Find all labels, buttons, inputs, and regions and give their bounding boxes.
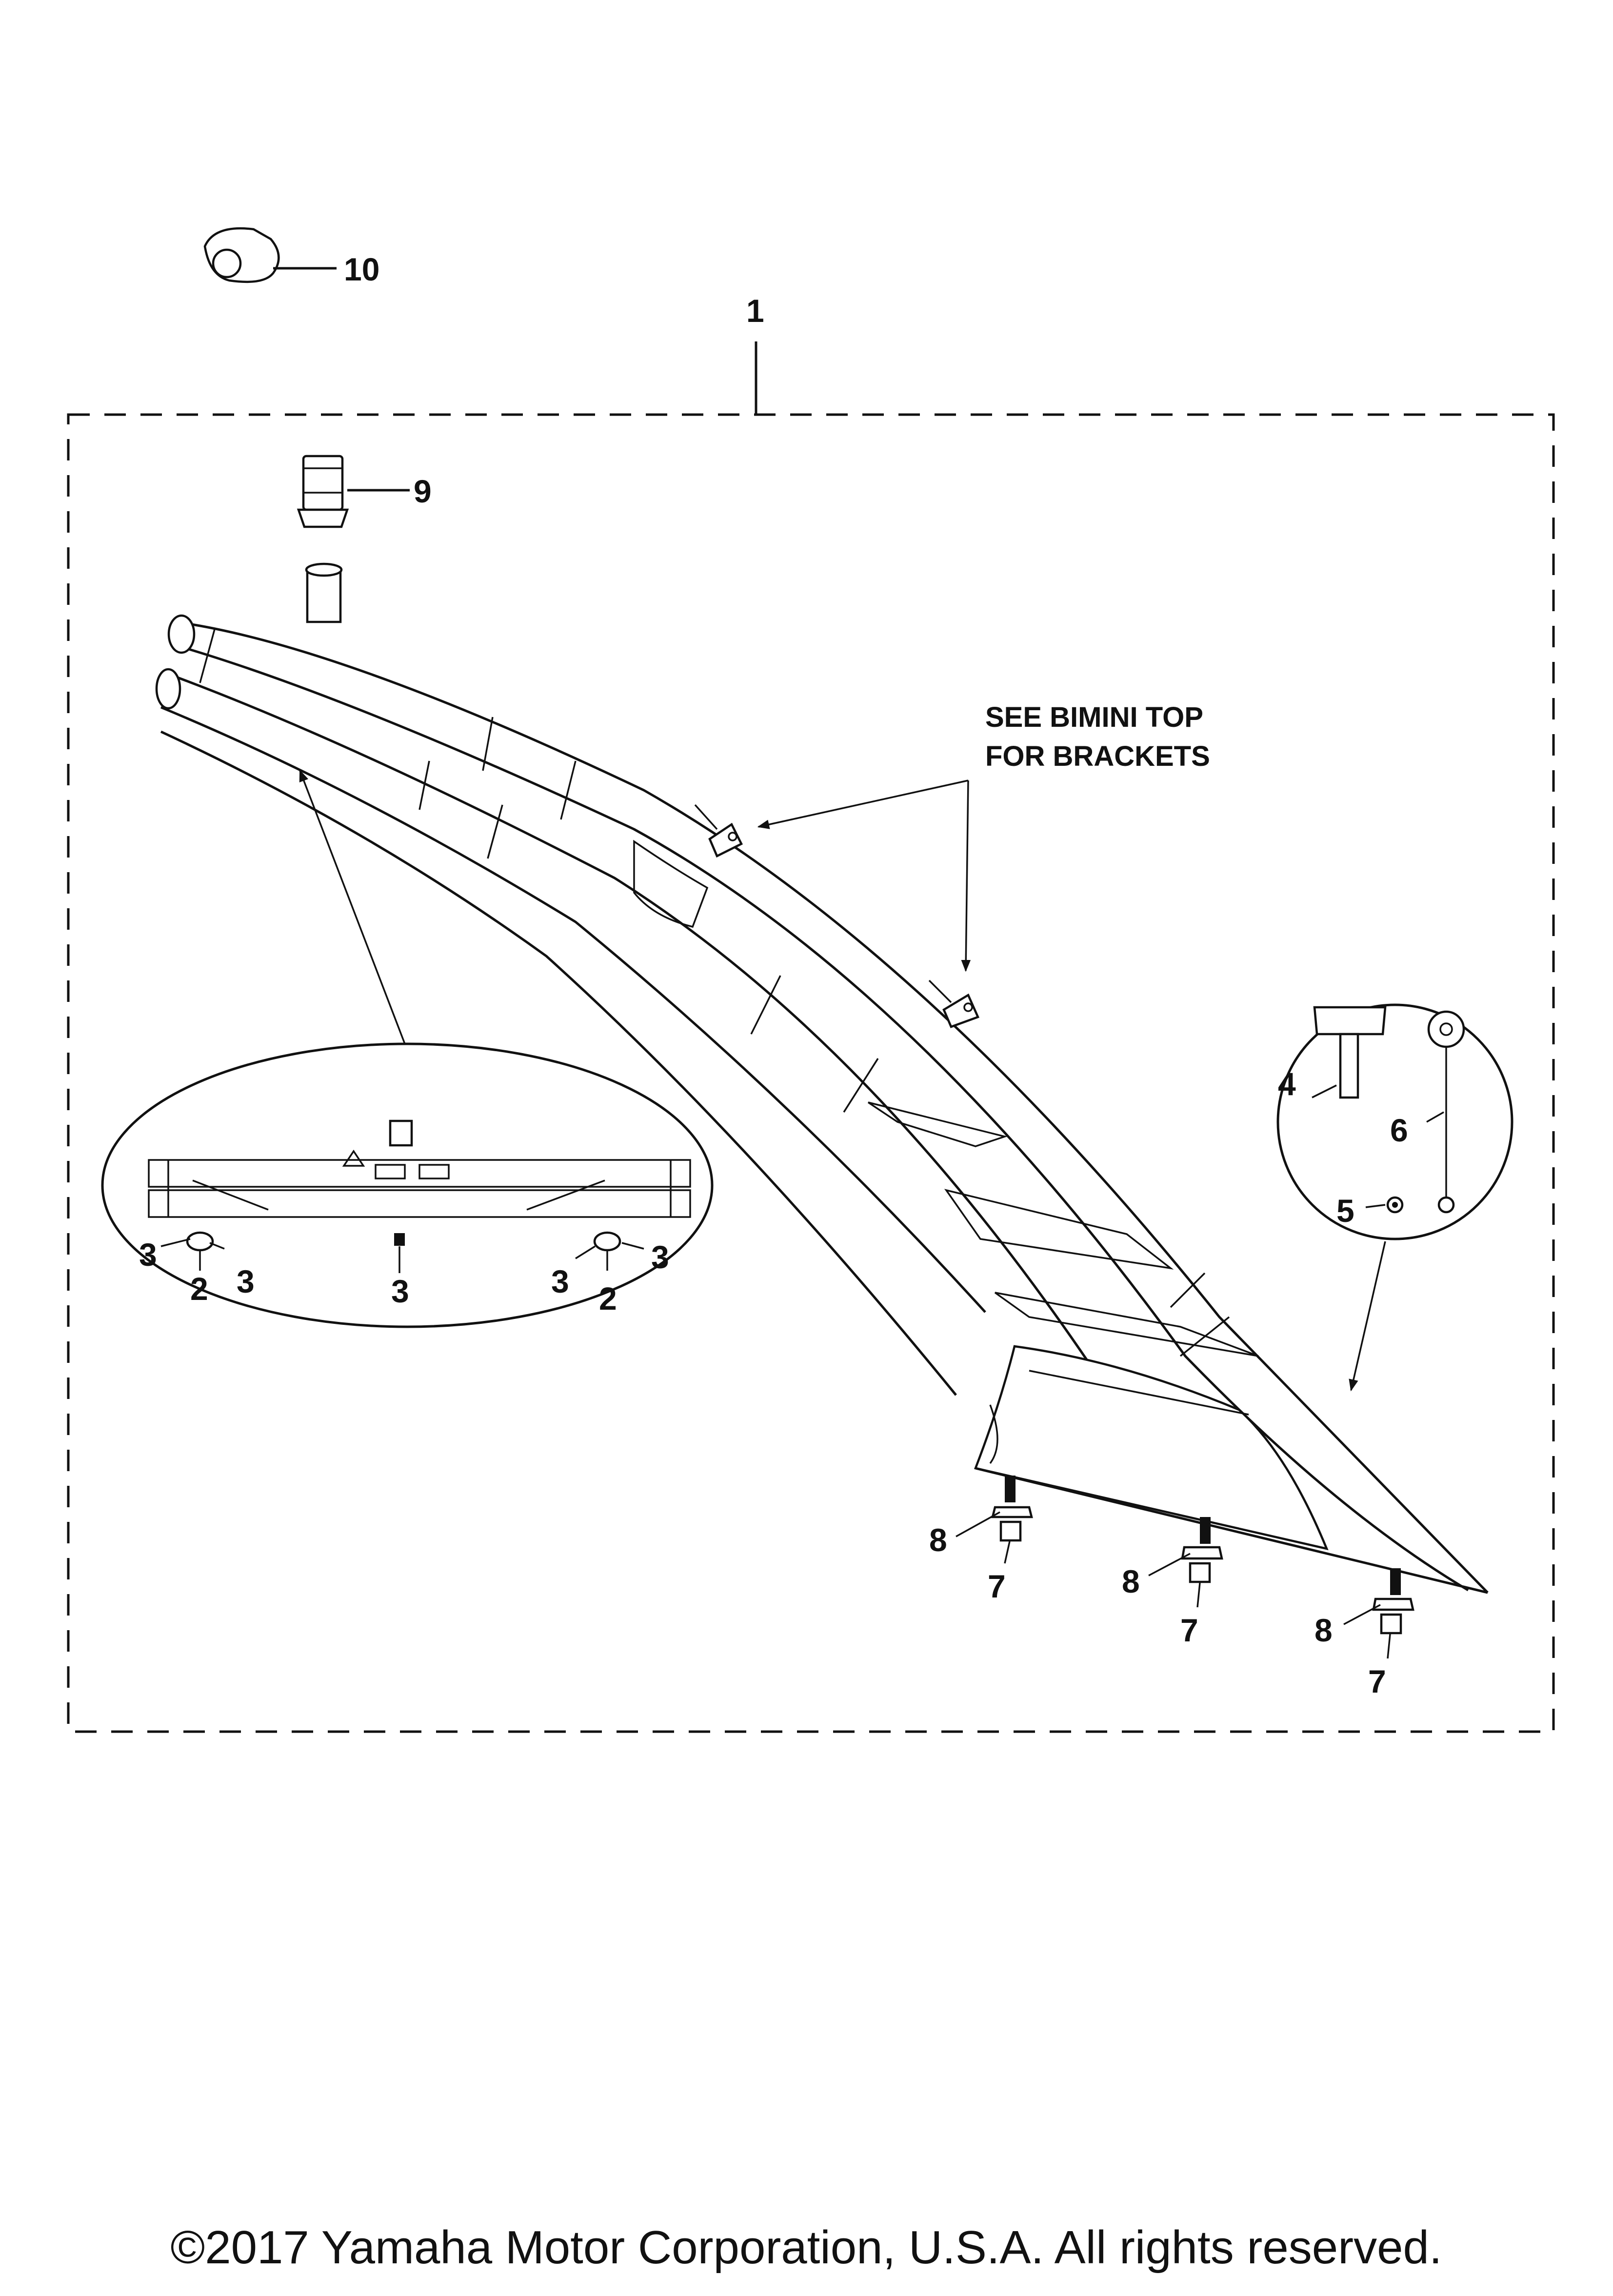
assembly-boundary — [67, 341, 1555, 1733]
fitting-part-9 — [297, 455, 410, 528]
note-arrows — [757, 779, 971, 972]
callout-labels: 10 1 9 4 6 5 3 3 2 3 3 2 3 8 7 8 7 8 7 — [139, 251, 1408, 1699]
bolt-set-left — [956, 1476, 1033, 1564]
callout-7-right: 7 — [1368, 1663, 1386, 1699]
callout-3-left-inner: 3 — [237, 1263, 255, 1299]
tower-frame — [155, 562, 1489, 1594]
callout-8-left: 8 — [929, 1522, 947, 1558]
callout-3-right-outer: 3 — [651, 1239, 669, 1275]
callout-3-center: 3 — [391, 1273, 409, 1309]
note-line-1: SEE BIMINI TOP — [985, 701, 1203, 733]
callout-3-left-outer: 3 — [139, 1237, 157, 1273]
cap-plug-part-10 — [203, 227, 337, 283]
detail-view-circle — [1276, 1003, 1513, 1392]
bolt-set-middle — [1148, 1517, 1223, 1608]
callout-2-right: 2 — [599, 1280, 617, 1317]
bolt-set-right — [1343, 1568, 1414, 1659]
callout-1: 1 — [746, 293, 764, 329]
detail-view-ellipse — [101, 769, 714, 1328]
callout-7-left: 7 — [988, 1568, 1006, 1604]
callout-7-middle: 7 — [1180, 1612, 1198, 1648]
bracket-note: SEE BIMINI TOP FOR BRACKETS — [985, 701, 1210, 772]
callout-8-right: 8 — [1314, 1612, 1333, 1648]
callout-6: 6 — [1390, 1112, 1408, 1148]
callout-4: 4 — [1278, 1066, 1296, 1102]
callout-5: 5 — [1336, 1193, 1354, 1229]
callout-10: 10 — [344, 251, 379, 287]
callout-2-left: 2 — [190, 1271, 208, 1307]
copyright-notice: ©2017 Yamaha Motor Corporation, U.S.A. A… — [170, 2221, 1442, 2274]
callout-3-right-inner: 3 — [551, 1263, 569, 1299]
callout-9: 9 — [414, 473, 432, 509]
note-line-2: FOR BRACKETS — [985, 740, 1210, 772]
callout-8-middle: 8 — [1122, 1563, 1140, 1599]
